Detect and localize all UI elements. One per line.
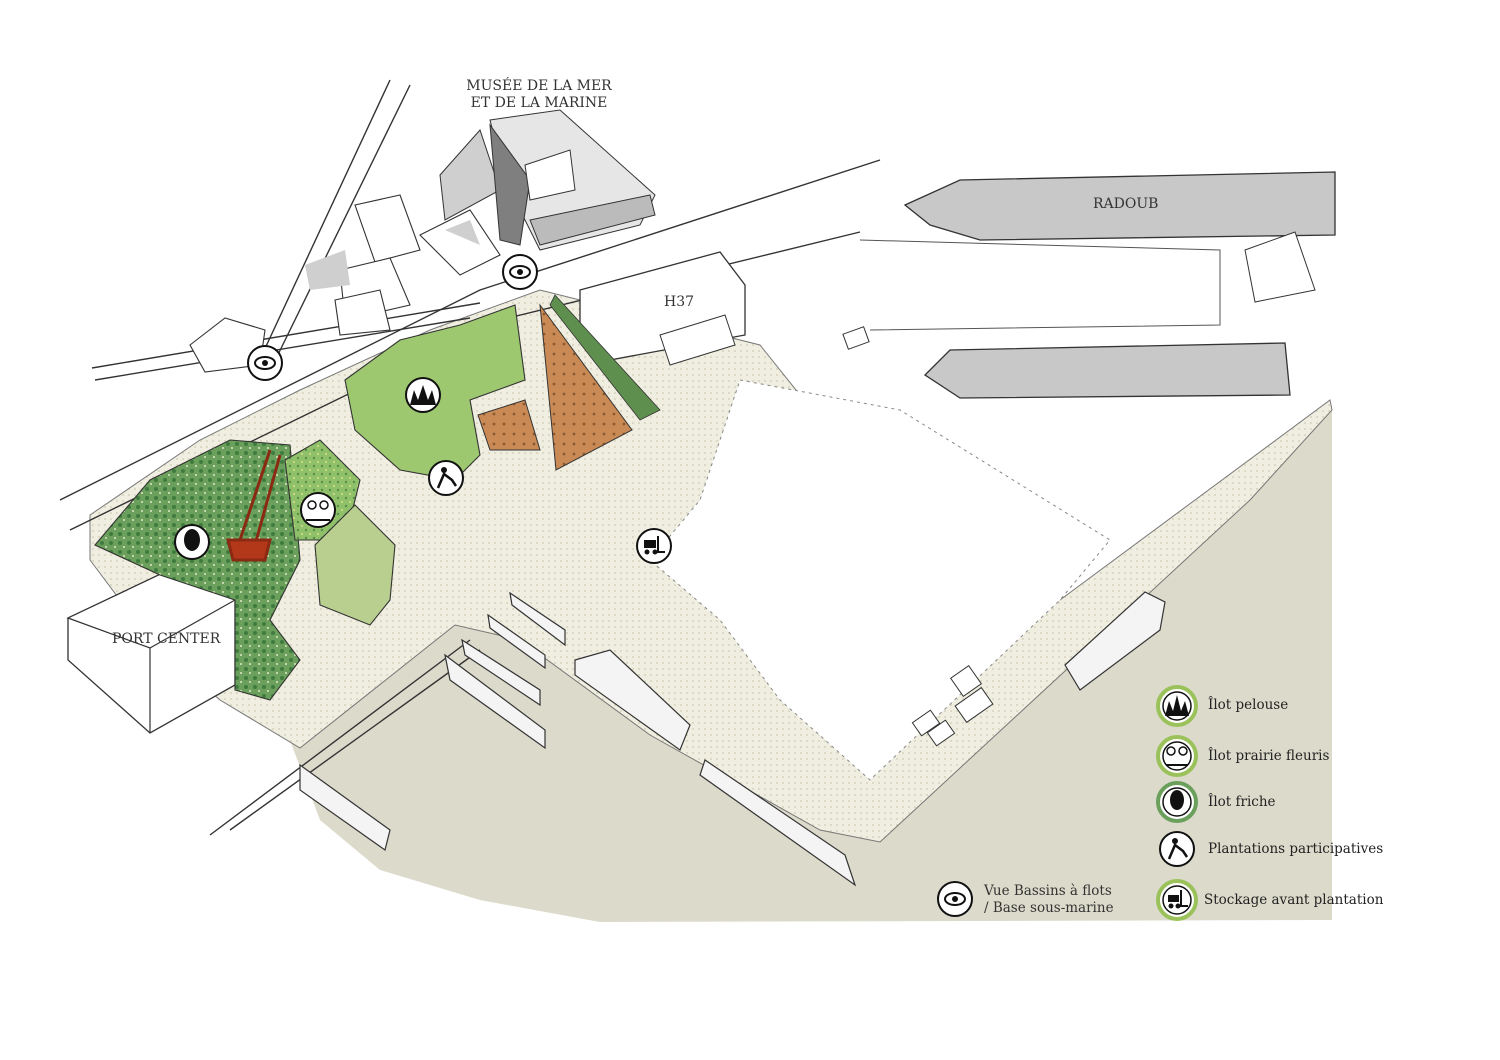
- legend-label: Îlot friche: [1208, 794, 1276, 810]
- port-center-label: PORT CENTER: [112, 631, 221, 647]
- radoub-label: RADOUB: [1093, 196, 1159, 212]
- legend-flowers-icon: [1156, 735, 1198, 777]
- museum-label-line2: ET DE LA MARINE: [470, 95, 608, 111]
- legend-item-lawn: Îlot pelouse: [1200, 697, 1288, 713]
- tree-icon: [174, 524, 210, 560]
- island-soil-triangle: [539, 303, 633, 471]
- legend-view-label: Vue Bassins à flots / Base sous-marine: [984, 883, 1114, 917]
- museum-label: MUSÉE DE LA MER ET DE LA MARINE: [464, 78, 614, 112]
- museum-label-line1: MUSÉE DE LA MER: [466, 78, 612, 94]
- open-esplanade: [649, 379, 1111, 781]
- legend-item-forklift: Stockage avant plantation: [1196, 892, 1383, 908]
- water-basin: [288, 405, 1332, 922]
- radoub-dock: [859, 171, 1336, 399]
- building-shadows: [305, 220, 480, 290]
- h37-label: H37: [664, 294, 695, 310]
- flowers-icon: [300, 492, 336, 528]
- museum-building: [439, 109, 656, 251]
- legend-item-gardener: Plantations participatives: [1200, 841, 1383, 857]
- forklift-icon: [636, 528, 672, 564]
- legend-item-flowers: Îlot prairie fleuris: [1200, 748, 1329, 764]
- island-playground: [314, 504, 396, 626]
- gardener-icon: [428, 460, 464, 496]
- legend-view-line2: / Base sous-marine: [984, 900, 1114, 916]
- island-soil-small: [477, 399, 541, 451]
- legend-tree-icon: [1156, 781, 1198, 823]
- eye-icon: [502, 254, 538, 290]
- boats: [299, 591, 1166, 887]
- eye-icon: [247, 345, 283, 381]
- containers: [842, 326, 994, 747]
- legend-gardener-icon: [1159, 831, 1195, 867]
- legend-label: Îlot pelouse: [1208, 697, 1289, 713]
- legend-label: Îlot prairie fleuris: [1208, 748, 1330, 764]
- h37-building: [549, 251, 746, 421]
- legend-forklift-icon: [1156, 879, 1198, 921]
- legend-eye-icon: [937, 881, 973, 917]
- port-center-building: [66, 571, 237, 734]
- crane: [226, 449, 282, 562]
- legend-label: Stockage avant plantation: [1204, 892, 1384, 908]
- legend-view-line1: Vue Bassins à flots: [984, 883, 1112, 899]
- legend-label: Plantations participatives: [1208, 841, 1384, 857]
- lawn-icon: [405, 377, 441, 413]
- city-blocks: [189, 194, 501, 373]
- island-friche: [94, 439, 301, 701]
- legend-item-friche: Îlot friche: [1200, 794, 1276, 810]
- legend-lawn-icon: [1156, 685, 1198, 727]
